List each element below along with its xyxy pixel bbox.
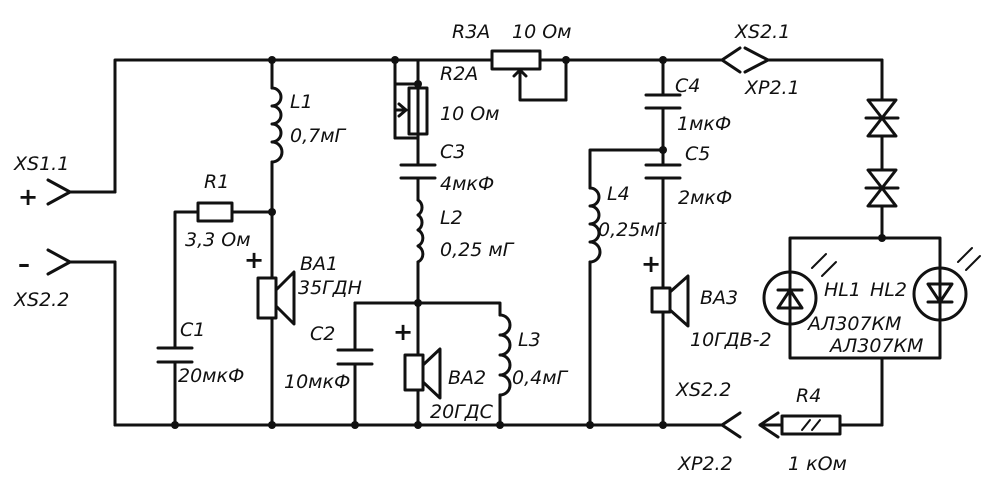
label-xp2-1: XP2.1 <box>744 77 800 99</box>
label-hl2-ref: HL2 <box>870 279 907 301</box>
label-c2-value: 10мкФ <box>284 371 350 393</box>
label-c5-value: 2мкФ <box>678 187 732 209</box>
label-l2-value: 0,25 мГ <box>440 239 515 261</box>
label-xs1-1: XS1.1 <box>13 153 69 175</box>
label-xs2-2-right: XS2.2 <box>675 379 731 401</box>
label-ba1-ref: BA1 <box>300 253 338 275</box>
label-l1-value: 0,7мГ <box>290 125 347 147</box>
label-r3a-ref: R3A <box>452 21 490 43</box>
label-l4-ref: L4 <box>607 183 630 205</box>
label-ba2-ref: BA2 <box>448 367 486 389</box>
polarity-ba2: + <box>393 318 413 346</box>
capacitor-c1 <box>156 346 194 364</box>
label-l3-ref: L3 <box>518 329 541 351</box>
inductor-l4 <box>588 186 602 264</box>
label-xs2-2-left: XS2.2 <box>13 289 69 311</box>
speaker-ba2 <box>403 347 442 400</box>
label-l1-ref: L1 <box>290 91 313 113</box>
polarity-ba1: + <box>244 246 264 274</box>
capacitor-c3 <box>399 163 437 180</box>
component-labels: R1 3,3 Ом R2A 10 Ом R3A 10 Ом R4 1 кОм L… <box>178 21 923 475</box>
inductor-l2 <box>416 198 425 264</box>
label-r1-ref: R1 <box>204 171 229 193</box>
label-c3-ref: C3 <box>440 141 465 163</box>
inductor-l1 <box>270 86 284 164</box>
label-xp2-2: XP2.2 <box>677 453 733 475</box>
label-ba2-value: 20ГДС <box>430 401 494 423</box>
label-r2a-value: 10 Ом <box>440 103 500 125</box>
speaker-ba3 <box>650 274 690 328</box>
label-ba3-value: 10ГДВ-2 <box>690 329 772 351</box>
led-hl1 <box>762 253 837 326</box>
label-c3-value: 4мкФ <box>440 173 494 195</box>
label-r2a-ref: R2A <box>440 63 478 85</box>
resistor-r2a <box>393 86 429 136</box>
connector-labels: XS1.1 + – XS2.2 XS2.1 XP2.1 XS2.2 XP2.2 <box>13 21 800 475</box>
junction-dots <box>171 56 886 429</box>
label-c5-ref: C5 <box>685 143 710 165</box>
label-r4-value: 1 кОм <box>788 453 847 475</box>
label-hl1-value: АЛ307КМ <box>806 313 901 335</box>
plus-sign: + <box>18 183 38 211</box>
label-r1-value: 3,3 Ом <box>185 229 251 251</box>
label-c1-value: 20мкФ <box>178 365 244 387</box>
label-r3a-value: 10 Ом <box>512 21 572 43</box>
label-c2-ref: C2 <box>310 323 335 345</box>
label-hl2-value: АЛ307КМ <box>828 335 923 357</box>
capacitor-c5 <box>644 163 682 180</box>
label-xs2-1: XS2.1 <box>734 21 790 43</box>
resistor-r4 <box>780 414 842 436</box>
capacitor-c2 <box>336 348 374 366</box>
label-l2-ref: L2 <box>440 207 463 229</box>
zener-diode-pair-top <box>864 98 900 152</box>
inductor-l3 <box>498 313 512 397</box>
label-ba3-ref: BA3 <box>700 287 738 309</box>
minus-sign: – <box>18 250 30 278</box>
resistor-r3a <box>490 49 542 78</box>
label-r4-ref: R4 <box>796 385 821 407</box>
label-l3-value: 0,4мГ <box>512 367 569 389</box>
label-c4-ref: C4 <box>675 75 700 97</box>
speaker-ba1 <box>256 270 296 326</box>
zener-diode-pair-bottom <box>864 168 900 217</box>
connector-symbols <box>46 46 780 439</box>
led-hl2 <box>912 247 981 322</box>
polarity-ba3: + <box>641 250 661 278</box>
label-hl1-ref: HL1 <box>824 279 861 301</box>
resistor-r1 <box>196 201 234 223</box>
label-ba1-value: 35ГДН <box>298 277 362 299</box>
label-c1-ref: C1 <box>180 319 205 341</box>
capacitor-c4 <box>644 93 682 110</box>
label-l4-value: 0,25мГ <box>598 219 667 241</box>
label-c4-value: 1мкФ <box>677 113 731 135</box>
